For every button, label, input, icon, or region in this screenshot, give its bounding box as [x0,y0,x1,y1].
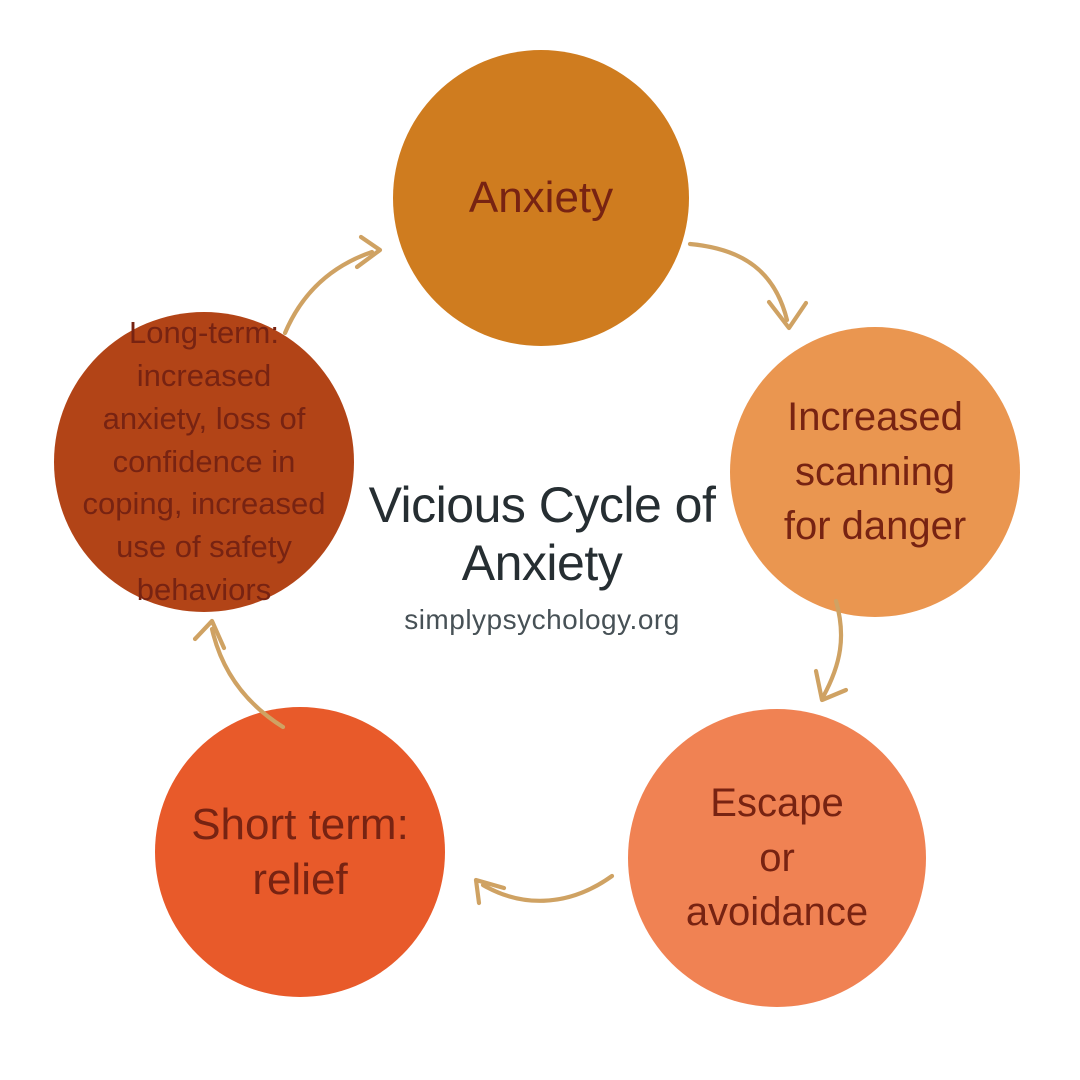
arrow-short-to-long-head [192,618,227,651]
node-short-term-relief: Short term: relief [155,707,445,997]
arrow-scanning-to-escape-head [813,668,849,703]
diagram-title-block: Vicious Cycle of Anxiety simplypsycholog… [282,476,802,636]
node-anxiety-label: Anxiety [468,173,614,222]
node-escape-avoidance-label: Escape or avoidance [685,780,869,935]
node-short-term-relief-label: Short term: relief [191,800,409,904]
arrow-anxiety-to-scanning-head [766,299,809,331]
arrow-anxiety-to-scanning-stem [687,241,790,323]
node-anxiety: Anxiety [393,50,689,346]
arrow-long-to-anxiety-head [354,234,383,270]
node-increased-scanning-label: Increased scanning for danger [783,394,967,549]
node-escape-avoidance: Escape or avoidance [628,709,926,1007]
diagram-title-line1: Vicious Cycle of [368,477,716,533]
arrow-escape-to-short-head [473,877,507,906]
diagram-title-line2: Anxiety [461,535,623,591]
source-attribution: simplypsychology.org [404,604,680,635]
node-long-term-effects: Long-term: increased anxiety, loss of co… [54,312,354,612]
node-long-term-effects-label: Long-term: increased anxiety, loss of co… [82,315,326,607]
arrow-scanning-to-escape-stem [820,598,844,700]
arrow-escape-to-short-stem [480,873,615,903]
node-increased-scanning: Increased scanning for danger [730,327,1020,617]
